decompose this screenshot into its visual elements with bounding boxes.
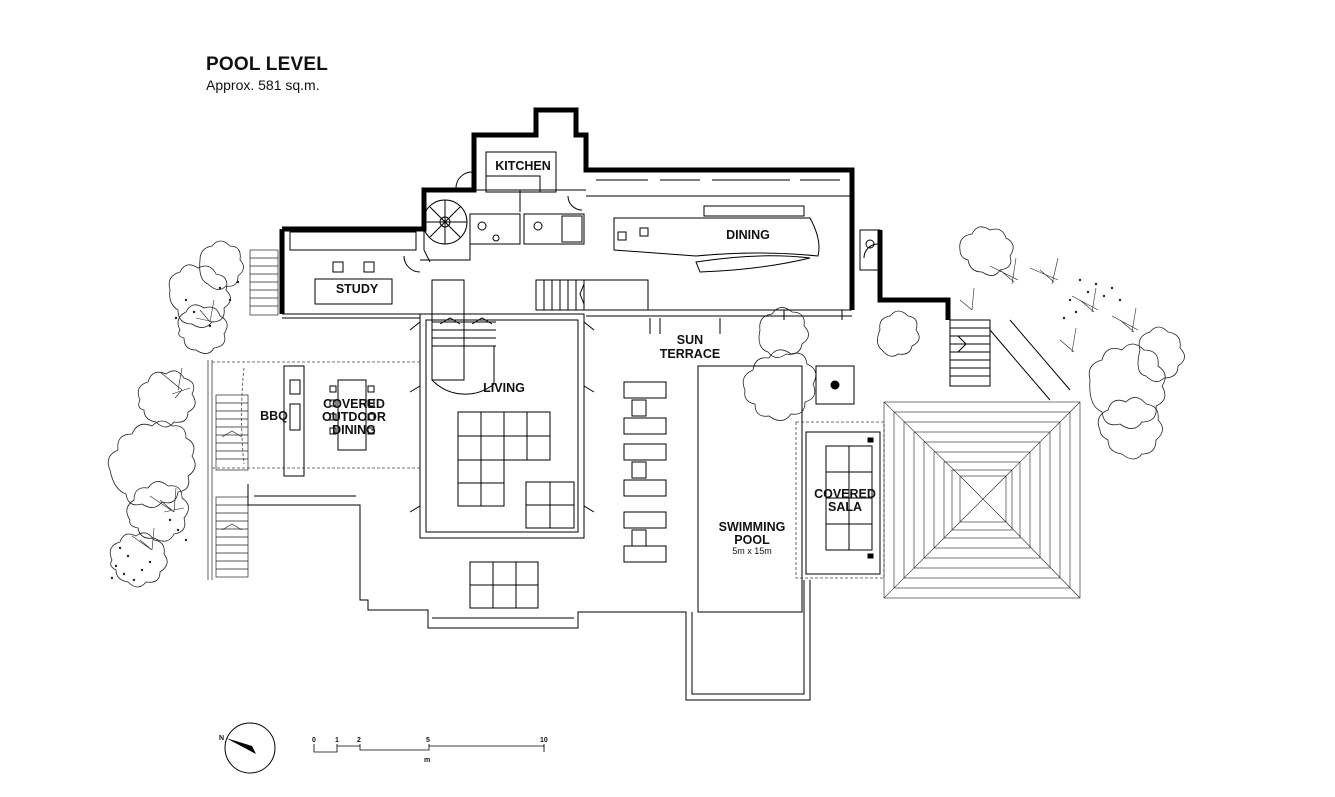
scale-tick-5: 5: [426, 737, 430, 744]
sala-roof: [883, 401, 1081, 599]
plan-title: POOL LEVEL: [206, 54, 329, 75]
label-sala-covered: COVERED: [814, 487, 876, 501]
scale-bar: 0 1 2 5 10 m: [312, 737, 548, 764]
scale-unit: m: [424, 757, 430, 764]
trees-right: [742, 226, 1185, 460]
north-label: N: [219, 735, 224, 742]
label-pool: POOL: [734, 533, 770, 547]
room-labels: KITCHEN DINING STUDY SUN TERRACE LIVING …: [260, 159, 876, 556]
stairs-left: [207, 249, 279, 580]
label-dining-3: DINING: [332, 423, 376, 437]
interior-lines: [212, 151, 1071, 701]
label-living: LIVING: [483, 381, 525, 395]
label-dining: DINING: [726, 228, 770, 242]
label-terrace-2: TERRACE: [660, 347, 720, 361]
label-kitchen: KITCHEN: [495, 159, 551, 173]
label-sala: SALA: [828, 500, 862, 514]
scale-tick-10: 10: [540, 737, 548, 744]
north-arrow: N: [219, 722, 276, 774]
label-outdoor-2: OUTDOOR: [322, 410, 386, 424]
trees-left: [107, 240, 244, 588]
scale-tick-0: 0: [312, 737, 316, 744]
exterior-walls: [279, 107, 951, 320]
plan-area: Approx. 581 sq.m.: [206, 77, 320, 93]
label-pool-size: 5m x 15m: [732, 546, 772, 556]
label-swimming: SWIMMING: [719, 520, 786, 534]
label-bbq: BBQ: [260, 409, 288, 423]
scale-tick-1: 1: [335, 737, 339, 744]
label-study: STUDY: [336, 282, 379, 296]
label-covered-1: COVERED: [323, 397, 385, 411]
scale-tick-2: 2: [357, 737, 361, 744]
label-sun-1: SUN: [677, 333, 703, 347]
